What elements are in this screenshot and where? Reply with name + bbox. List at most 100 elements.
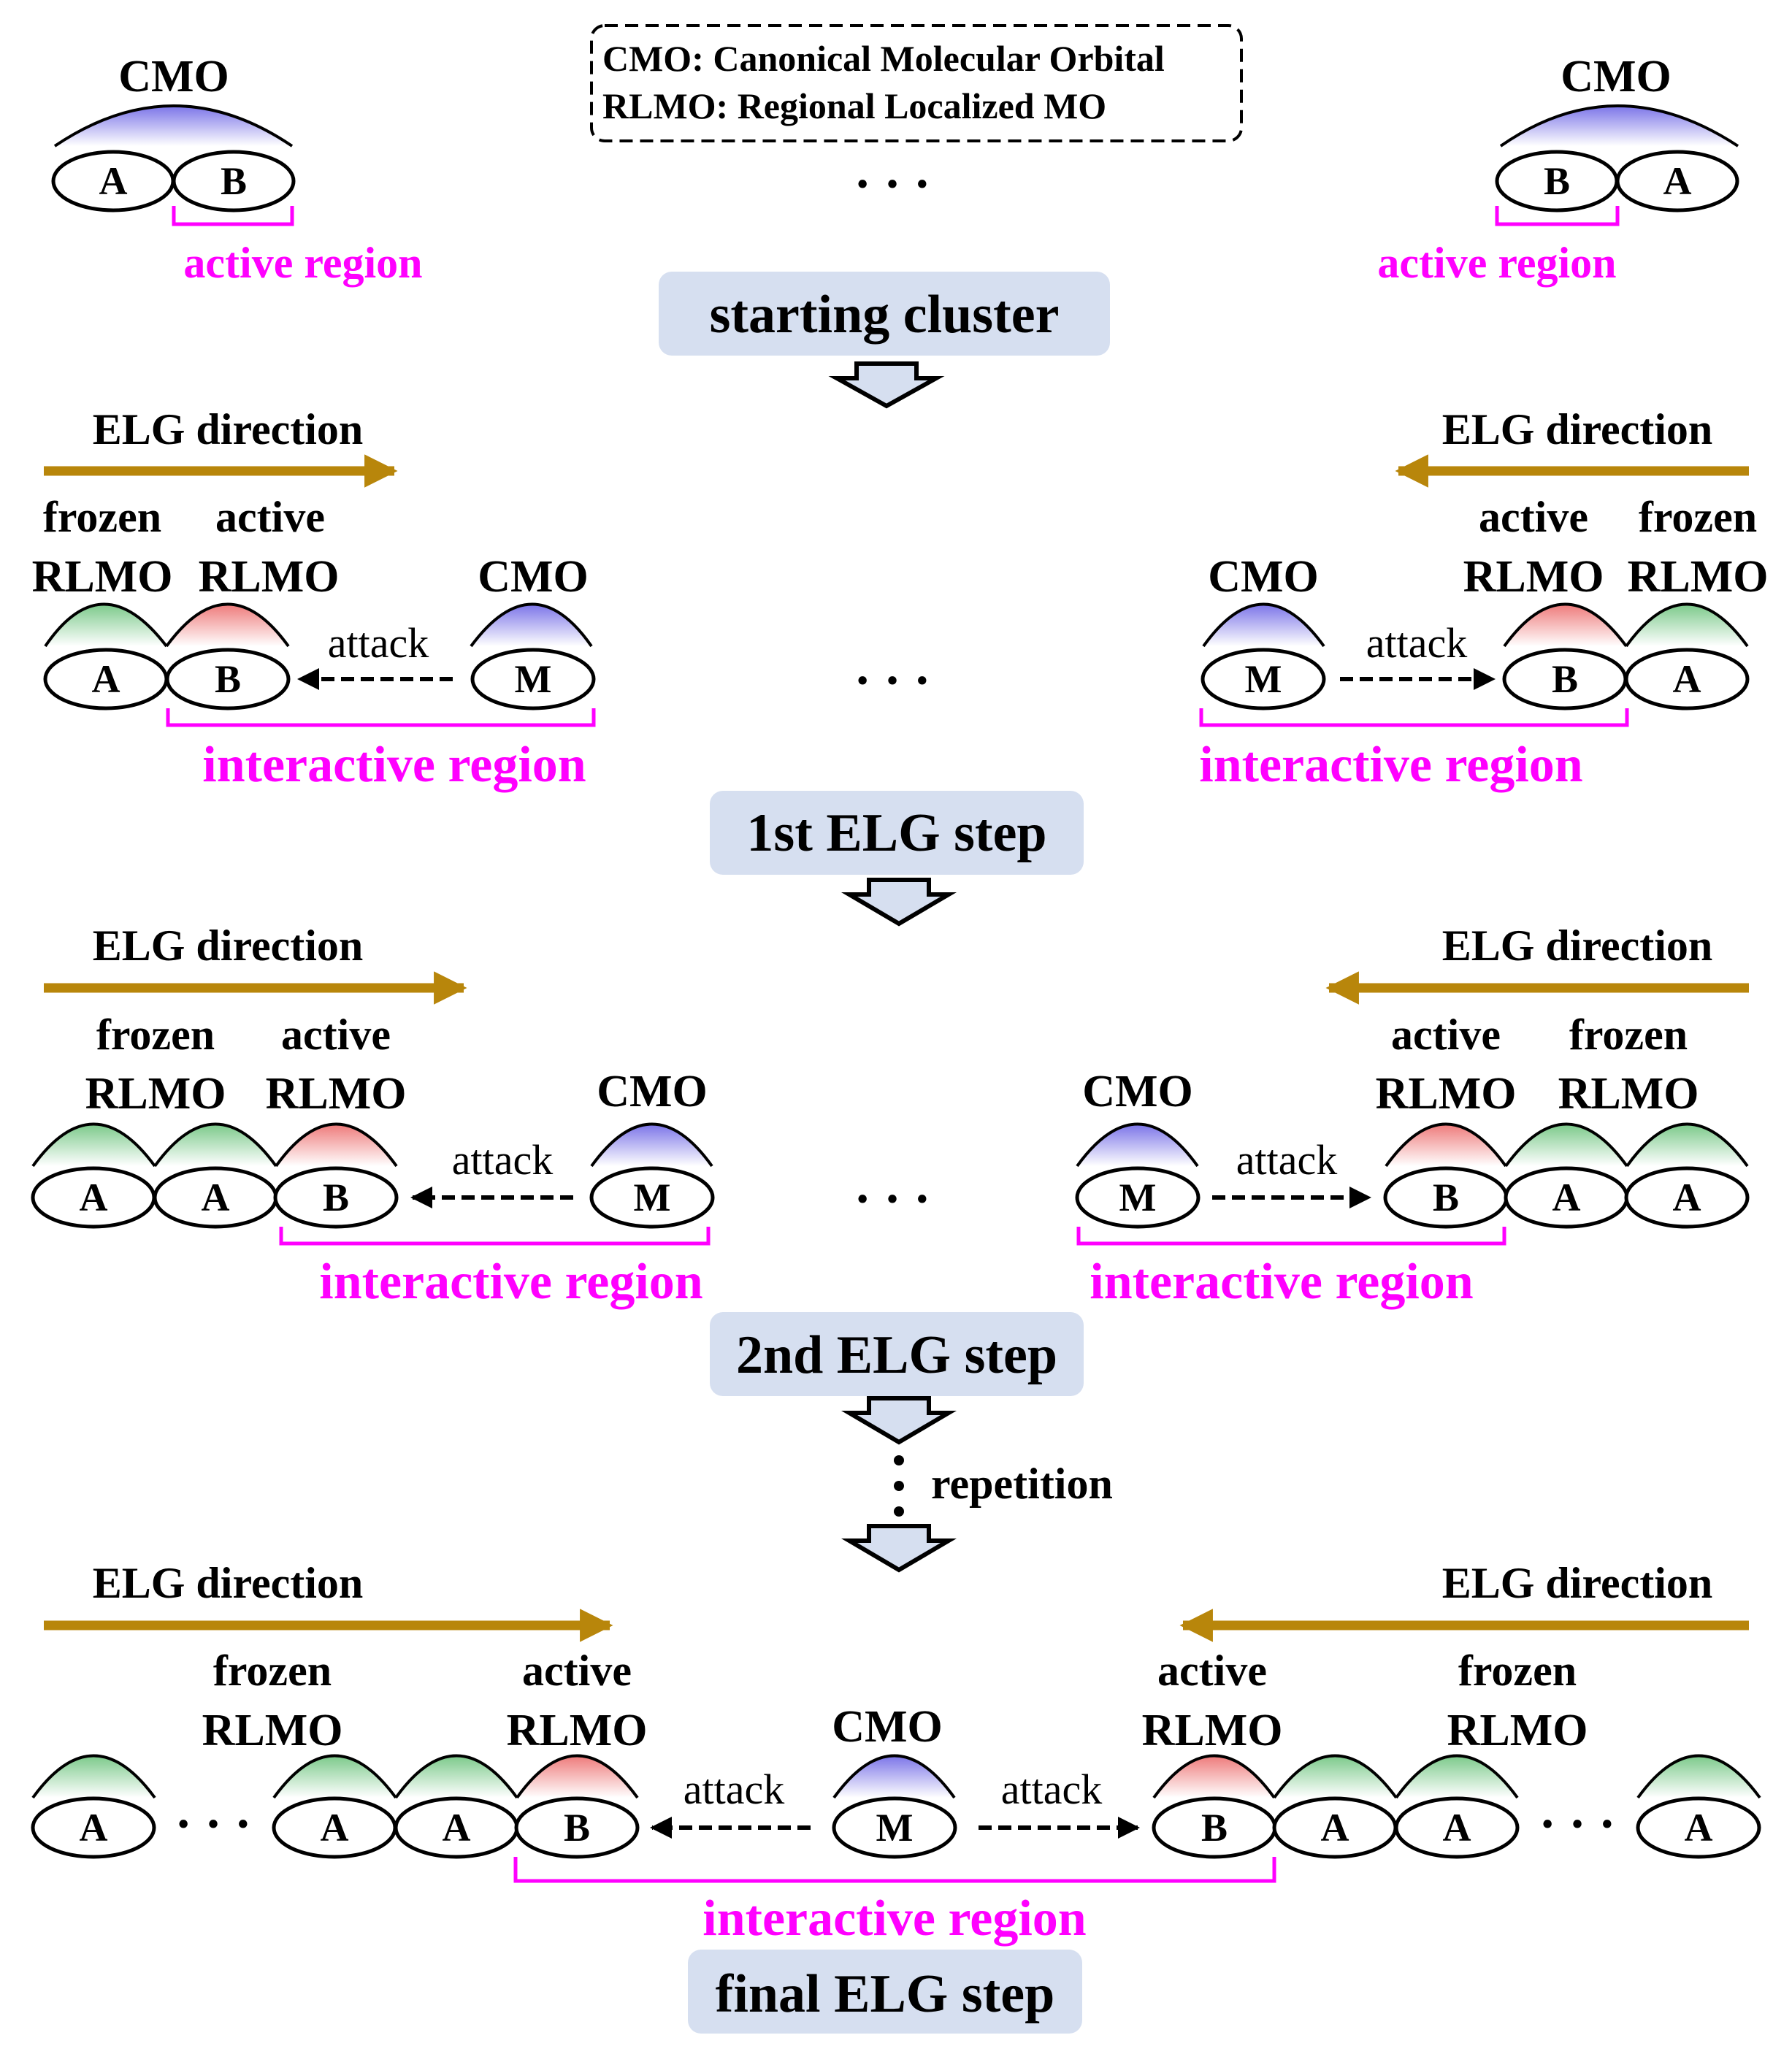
active-label: active: [215, 493, 325, 541]
ellipsis: · · ·: [854, 1171, 930, 1227]
fragment-a-label: A: [80, 1176, 108, 1219]
frozen-orbital-outline: [1273, 1754, 1398, 1799]
frozen-orbital-outline: [1625, 602, 1749, 648]
cmo-orbital-outline: [1499, 104, 1739, 147]
fragment-a-label: A: [202, 1176, 230, 1219]
cmo-label: CMO: [597, 1067, 708, 1116]
interactive-region-bracket: [279, 1227, 711, 1246]
fragment-m-label: M: [515, 657, 552, 701]
fragment-b: [514, 1796, 640, 1859]
rlmo-label: RLMO: [1558, 1069, 1699, 1119]
fragment-m: [1075, 1166, 1201, 1229]
frozen-label: frozen: [1569, 1011, 1688, 1059]
frozen-orbital-outline: [394, 1754, 518, 1799]
fragment-m-label: M: [634, 1176, 671, 1219]
cmo-label: CMO: [832, 1702, 943, 1752]
elg-direction-label: ELG direction: [1442, 921, 1713, 970]
fragment-a: [1636, 1796, 1761, 1859]
cmo-orbital-outline: [832, 1754, 956, 1799]
fragment-a: [31, 1796, 156, 1859]
frozen-orbital-outline: [31, 1122, 156, 1168]
cmo-orbital-outline: [470, 602, 593, 648]
fragment-a-label: A: [92, 657, 120, 701]
active-orbital-outline: [275, 1122, 398, 1168]
attack-label: attack: [1236, 1136, 1337, 1184]
fragment-m: [470, 648, 596, 710]
fragment-a: [1624, 648, 1750, 710]
fragment-a-label: A: [80, 1806, 108, 1850]
down-arrow: [841, 1396, 957, 1445]
fragment-b-label: B: [215, 657, 241, 701]
fragment-a-label: A: [1321, 1806, 1349, 1850]
attack-label: attack: [684, 1766, 784, 1813]
fragment-a-label: A: [1552, 1176, 1581, 1219]
attack-label: attack: [328, 619, 429, 667]
cmo-label: CMO: [478, 552, 589, 602]
fragment-b-label: B: [1552, 657, 1578, 701]
frozen-orbital-outline: [272, 1754, 397, 1799]
fragment-m-label: M: [1119, 1176, 1157, 1219]
active-orbital-outline: [1152, 1754, 1276, 1799]
step-box: [659, 272, 1110, 356]
legend-rlmo: RLMO: Regional Localized MO: [602, 85, 1106, 126]
down-arrow: [828, 361, 945, 409]
down-arrow: [841, 1524, 957, 1573]
fragment-a: [1624, 1166, 1750, 1229]
step-box: [710, 791, 1084, 875]
rlmo-label: RLMO: [202, 1706, 343, 1755]
active-region-label: active region: [183, 239, 422, 287]
ellipsis: · · ·: [1539, 1796, 1615, 1852]
repetition-label: repetition: [931, 1460, 1113, 1508]
fragment-a-label: A: [1663, 159, 1692, 203]
frozen-label: frozen: [1458, 1647, 1577, 1695]
cmo-orbital-outline: [590, 1122, 713, 1168]
attack-label: attack: [1001, 1766, 1102, 1813]
fragment-m: [832, 1796, 957, 1859]
active-label: active: [1479, 493, 1588, 541]
active-region-bracket: [172, 206, 294, 226]
ellipsis: · · ·: [854, 653, 930, 709]
fragment-m: [1201, 648, 1326, 710]
cmo-label: CMO: [1561, 52, 1672, 101]
interactive-region-label: interactive region: [702, 1890, 1086, 1947]
ellipsis: · · ·: [854, 156, 930, 212]
active-label: active: [281, 1011, 391, 1059]
frozen-label: frozen: [213, 1647, 332, 1695]
step-label: final ELG step: [716, 1964, 1055, 2024]
fragment-b: [172, 150, 296, 212]
legend-box: [590, 24, 1243, 142]
rlmo-label: RLMO: [1142, 1706, 1283, 1755]
elg-direction-label: ELG direction: [93, 921, 364, 970]
interactive-region-bracket: [1199, 708, 1629, 727]
frozen-label: frozen: [43, 493, 161, 541]
fragment-a-label: A: [443, 1806, 471, 1850]
frozen-orbital-outline: [153, 1122, 277, 1168]
rlmo-label: RLMO: [266, 1069, 407, 1119]
step-label: 1st ELG step: [746, 803, 1046, 863]
rlmo-label: RLMO: [85, 1069, 226, 1119]
cmo-orbital-outline: [1202, 602, 1325, 648]
fragment-a-label: A: [99, 159, 128, 203]
frozen-orbital-outline: [44, 602, 168, 648]
fragment-a-label: A: [321, 1806, 349, 1850]
active-orbital-outline: [1503, 602, 1628, 648]
rlmo-label: RLMO: [1628, 552, 1769, 602]
fragment-m-label: M: [1245, 657, 1282, 701]
fragment-b: [273, 1166, 399, 1229]
repetition-dot: [894, 1455, 904, 1465]
step-label: starting cluster: [710, 285, 1060, 345]
active-orbital-outline: [165, 602, 290, 648]
elg-direction-label: ELG direction: [93, 1559, 364, 1607]
active-label: active: [522, 1647, 632, 1695]
elg-direction-label: ELG direction: [1442, 405, 1713, 453]
active-label: active: [1391, 1011, 1501, 1059]
fragment-b-label: B: [1433, 1176, 1459, 1219]
frozen-label: frozen: [1639, 493, 1757, 541]
rlmo-label: RLMO: [1447, 1706, 1588, 1755]
step-label: 2nd ELG step: [736, 1325, 1057, 1385]
rlmo-label: RLMO: [1463, 552, 1604, 602]
legend-cmo: CMO: Canonical Molecular Orbital: [602, 38, 1165, 79]
cmo-label: CMO: [118, 52, 229, 101]
fragment-a-label: A: [1685, 1806, 1713, 1850]
frozen-orbital-outline: [1395, 1754, 1519, 1799]
